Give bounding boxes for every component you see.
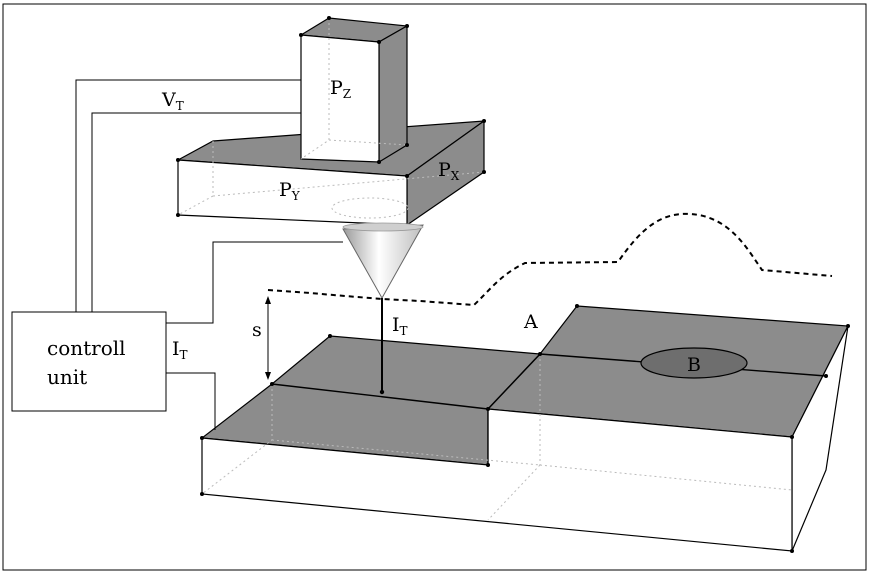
corner-dots <box>200 304 850 553</box>
label-s: s <box>252 319 262 341</box>
control-unit-box <box>11 311 167 412</box>
label-vt: VT <box>161 89 184 113</box>
sample-block <box>200 304 850 553</box>
spot-b <box>640 347 748 379</box>
outer-frame <box>2 3 867 571</box>
label-a: A <box>523 311 538 333</box>
tip-base <box>342 222 424 232</box>
wiring <box>75 79 343 430</box>
control-unit-line1: controll <box>47 336 126 360</box>
hidden-edge-4 <box>539 464 793 491</box>
separation-arrow-up <box>265 296 271 304</box>
control-unit-line2: unit <box>47 365 87 389</box>
wire-tip <box>166 241 343 324</box>
label-it-tip: IT <box>392 314 408 338</box>
z-column-side <box>378 24 408 164</box>
grid-line-lower <box>271 383 489 410</box>
wire-vt-outer <box>75 79 301 312</box>
wire-vt-inner <box>91 112 301 312</box>
label-it-unit: IT <box>172 338 188 362</box>
label-py: PY <box>279 179 301 203</box>
separation-arrow-down <box>265 372 271 380</box>
tip-contact-dot <box>379 389 385 395</box>
label-b: B <box>687 354 701 376</box>
label-px: PX <box>438 159 460 183</box>
label-pz: PZ <box>330 77 351 101</box>
scan-head <box>175 16 487 227</box>
tip-cone <box>342 224 424 300</box>
plate-hidden-2 <box>212 171 485 197</box>
wire-sample <box>166 372 216 430</box>
column-hidden-2 <box>328 139 408 146</box>
plate-hidden-ellipse <box>331 197 409 219</box>
grid-line-diag <box>487 353 541 410</box>
